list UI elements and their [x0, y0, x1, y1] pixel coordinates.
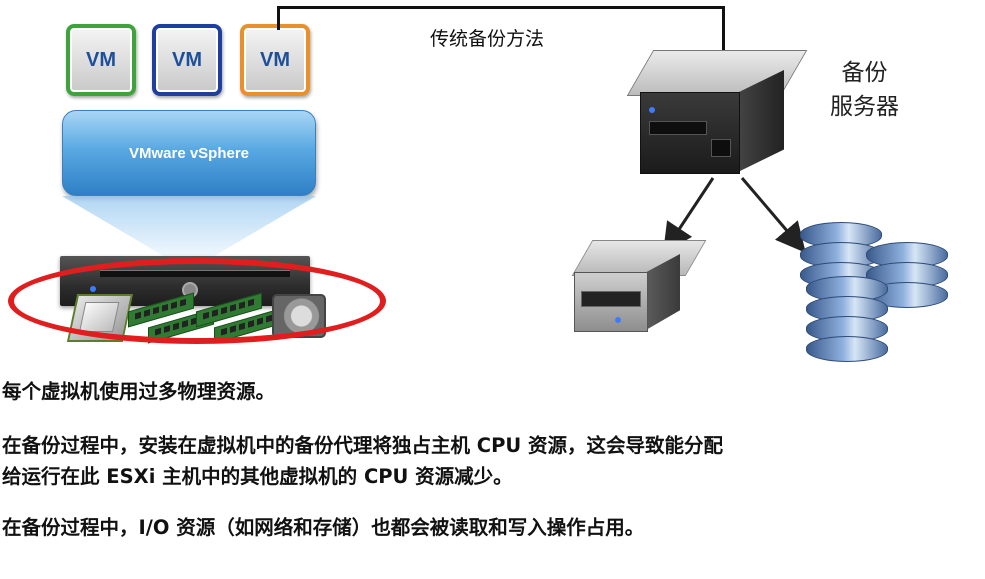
resource-highlight-ellipse — [8, 258, 386, 344]
paragraph-resource-usage: 每个虚拟机使用过多物理资源。 — [2, 380, 276, 403]
paragraph-io-contention: 在备份过程中，I/O 资源（如网络和存储）也都会被读取和写入操作占用。 — [2, 516, 645, 539]
arrow-to-database — [740, 177, 806, 253]
vm-box-green: VM — [66, 24, 136, 96]
backup-server-label: 备份 服务器 — [830, 56, 899, 124]
vm-box-orange: VM — [240, 24, 310, 96]
paragraph-cpu-contention: 在备份过程中，安装在虚拟机中的备份代理将独占主机 CPU 资源，这会导致能分配 … — [2, 430, 723, 492]
vsphere-layer: VMware vSphere — [62, 110, 316, 196]
backup-server-icon-front — [640, 92, 740, 174]
traditional-backup-label: 传统备份方法 — [430, 28, 545, 50]
arrow-to-storage-server — [663, 177, 715, 254]
connector-line — [277, 6, 280, 30]
backup-server-label-line2: 服务器 — [830, 94, 899, 120]
paragraph-cpu-line1: 在备份过程中，安装在虚拟机中的备份代理将独占主机 CPU 资源，这会导致能分配 — [2, 434, 724, 457]
database-icon — [800, 222, 882, 288]
connector-line — [277, 6, 724, 9]
paragraph-cpu-line2: 给运行在此 ESXi 主机中的其他虚拟机的 CPU 资源减少。 — [2, 465, 513, 488]
storage-server-icon — [571, 240, 707, 276]
storage-server-icon-front — [574, 272, 648, 332]
backup-server-label-line1: 备份 — [841, 60, 888, 86]
vm-box-blue: VM — [152, 24, 222, 96]
database-icon — [806, 276, 888, 362]
connector-line — [722, 6, 725, 54]
